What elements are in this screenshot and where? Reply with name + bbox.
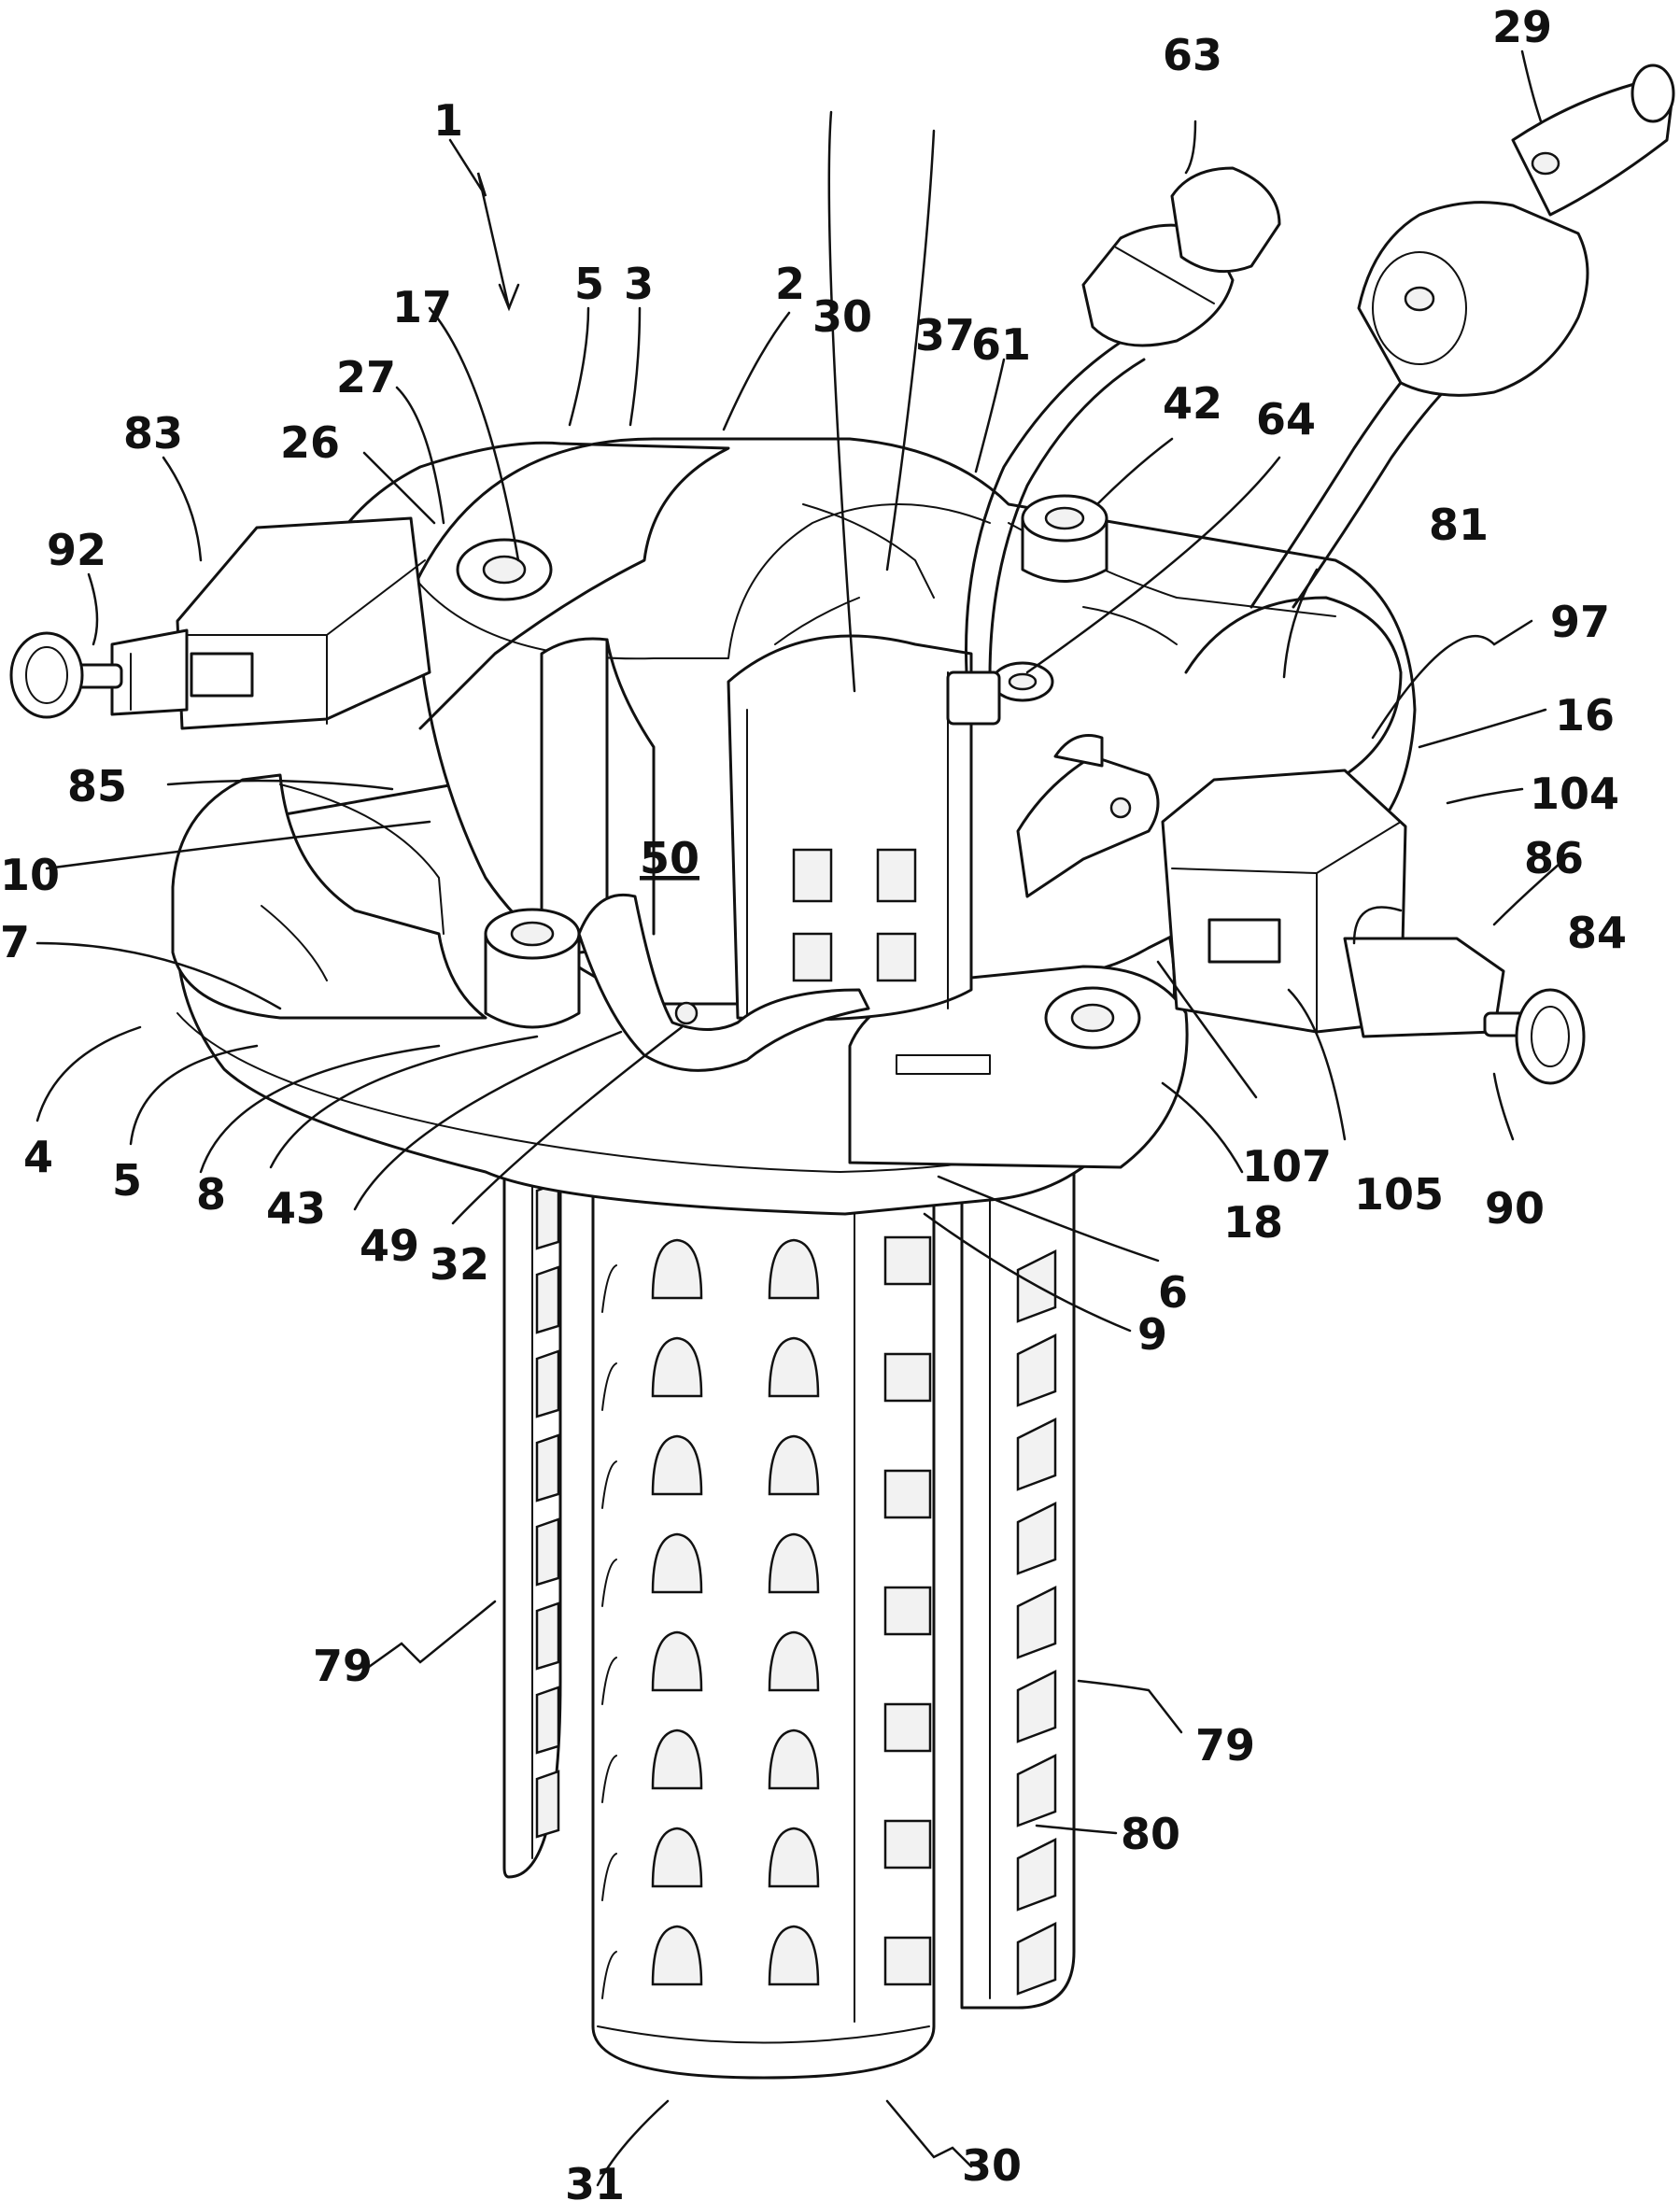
ref-label-7: 7 (0, 917, 30, 967)
ref-label-5-top: 5 (574, 259, 604, 309)
ref-label-64: 64 (1256, 394, 1316, 444)
ref-label-10: 10 (0, 850, 60, 900)
ref-label-3: 3 (624, 259, 654, 309)
ref-label-92: 92 (47, 525, 106, 575)
ref-label-63: 63 (1163, 30, 1222, 80)
ref-label-83: 83 (123, 408, 183, 459)
ref-label-90: 90 (1485, 1183, 1545, 1234)
tube-window (885, 1471, 930, 1517)
ref-label-97: 97 (1550, 597, 1610, 647)
tube-window (885, 1237, 930, 1284)
central-perforated-tube (593, 1172, 934, 2078)
ref-label-2: 2 (775, 259, 805, 309)
bolt-64 (993, 663, 1052, 700)
ref-label-26: 26 (280, 417, 340, 468)
rail-window (537, 1183, 558, 1249)
connector-29 (1359, 65, 1673, 395)
ref-label-8: 8 (196, 1169, 226, 1220)
rail-window (537, 1603, 558, 1669)
ref-label-16: 16 (1555, 690, 1615, 741)
ref-label-42: 42 (1163, 378, 1222, 429)
ref-label-104: 104 (1530, 769, 1619, 819)
ref-label-61: 61 (971, 319, 1031, 370)
ref-label-86: 86 (1524, 833, 1584, 883)
bolt-18 (1046, 988, 1139, 1048)
ref-label-30-top: 30 (812, 291, 872, 342)
right-rail-windows (1018, 1251, 1055, 1994)
ref-label-79-right: 79 (1195, 1720, 1255, 1771)
ref-label-29: 29 (1492, 2, 1552, 52)
ref-label-43: 43 (266, 1183, 326, 1234)
ref-label-4: 4 (23, 1132, 53, 1182)
ref-label-27: 27 (336, 352, 396, 402)
ref-label-49: 49 (360, 1220, 419, 1271)
tube-window (885, 1821, 930, 1868)
ref-label-1: 1 (433, 95, 463, 146)
tube-window (885, 1938, 930, 1984)
ref-label-18: 18 (1223, 1197, 1283, 1248)
ref-label-32: 32 (430, 1239, 489, 1290)
left-connector-83 (112, 518, 430, 728)
rail-window (537, 1351, 558, 1417)
tube-window (885, 1354, 930, 1401)
ref-label-107: 107 (1242, 1141, 1332, 1192)
ref-label-50: 50 (640, 833, 699, 883)
rail-window (537, 1519, 558, 1585)
ref-label-80: 80 (1121, 1809, 1180, 1859)
left-knob-92 (11, 633, 121, 717)
ref-label-81: 81 (1429, 500, 1489, 550)
ref-label-85: 85 (67, 761, 127, 811)
rail-window (537, 1771, 558, 1837)
ref-label-9: 9 (1137, 1309, 1167, 1360)
ref-label-84: 84 (1567, 908, 1627, 958)
ref-label-37: 37 (915, 310, 975, 360)
ref-label-30-bottom: 30 (962, 2140, 1022, 2191)
tube-window (885, 1587, 930, 1634)
right-connector-84 (1163, 770, 1504, 1037)
rail-window (537, 1435, 558, 1501)
bolt-42 (1023, 496, 1107, 582)
tube-window (885, 1704, 930, 1751)
rail-window (537, 1267, 558, 1333)
ref-label-31: 31 (565, 2159, 625, 2201)
ref-label-17: 17 (392, 282, 452, 332)
ref-label-79-left: 79 (313, 1641, 373, 1691)
ref-label-5-bottom: 5 (112, 1155, 142, 1206)
rail-window (537, 1687, 558, 1753)
ref-label-105: 105 (1354, 1169, 1444, 1220)
bolt-43 (486, 910, 579, 1027)
bolt-17 (458, 540, 551, 600)
connector-63 (1083, 168, 1279, 346)
